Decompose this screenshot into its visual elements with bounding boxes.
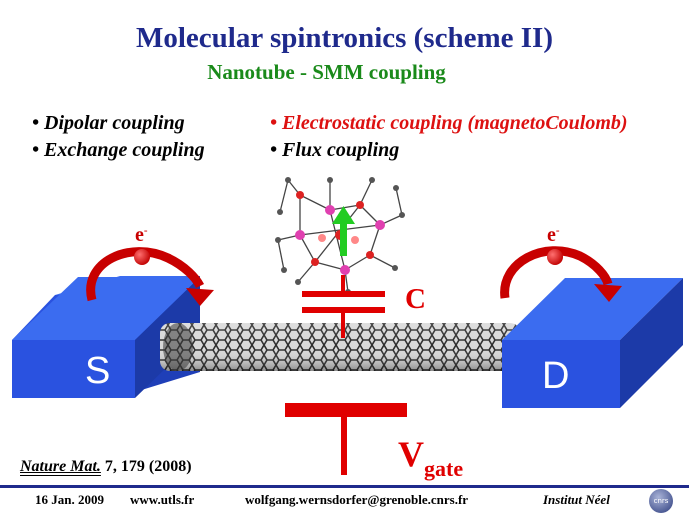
- carbon-nanotube: [160, 323, 520, 371]
- source-top-face: [12, 277, 200, 340]
- footer-website: www.utls.fr: [130, 492, 195, 507]
- spin-arrow-icon: [332, 206, 355, 256]
- footer-bar: 16 Jan. 2009 www.utls.fr wolfgang.wernsd…: [0, 492, 689, 514]
- slide-title: Molecular spintronics (scheme II): [136, 22, 553, 54]
- drain-top-face: [502, 278, 683, 340]
- gate-voltage-label: Vgate: [398, 434, 464, 481]
- drain-side-face: [620, 278, 683, 408]
- electron-label-drain: e-: [547, 224, 560, 246]
- source-front-face: [12, 340, 135, 398]
- footer-email: wolfgang.wernsdorfer@grenoble.cnrs.fr: [245, 492, 469, 507]
- reference-volume: 7, 179 (2008): [104, 458, 192, 475]
- gate-electrode: [285, 403, 407, 475]
- footer-date: 16 Jan. 2009: [35, 492, 104, 507]
- bullet-flux: • Flux coupling: [270, 139, 400, 161]
- slide-subtitle: Nanotube - SMM coupling: [207, 60, 446, 84]
- reference-citation: Nature Mat. 7, 179 (2008): [20, 458, 192, 476]
- capacitor: [302, 275, 385, 338]
- bullet-electrostatic: • Electrostatic coupling (magnetoCoulomb…: [270, 112, 628, 134]
- bullet-exchange: • Exchange coupling: [32, 139, 205, 161]
- electron-hop-drain: [500, 246, 622, 302]
- electron-hop-source: [86, 247, 214, 306]
- bullet-dipolar: • Dipolar coupling: [32, 112, 185, 134]
- cnrs-logo-icon: cnrs: [649, 489, 673, 513]
- reference-journal: Nature Mat.: [20, 458, 101, 475]
- device-diagram: [12, 177, 683, 475]
- electron-ball-drain: [547, 249, 563, 265]
- electron-ball-source: [134, 249, 150, 265]
- capacitor-label: C: [405, 283, 426, 315]
- smm-molecule: [275, 177, 405, 295]
- source-label: S: [85, 350, 111, 392]
- drain-front-face: [502, 340, 620, 408]
- drain-label: D: [542, 355, 570, 397]
- footer-institute: Institut Néel: [543, 492, 610, 507]
- electron-label-source: e-: [135, 224, 148, 246]
- footer-divider: [0, 485, 689, 488]
